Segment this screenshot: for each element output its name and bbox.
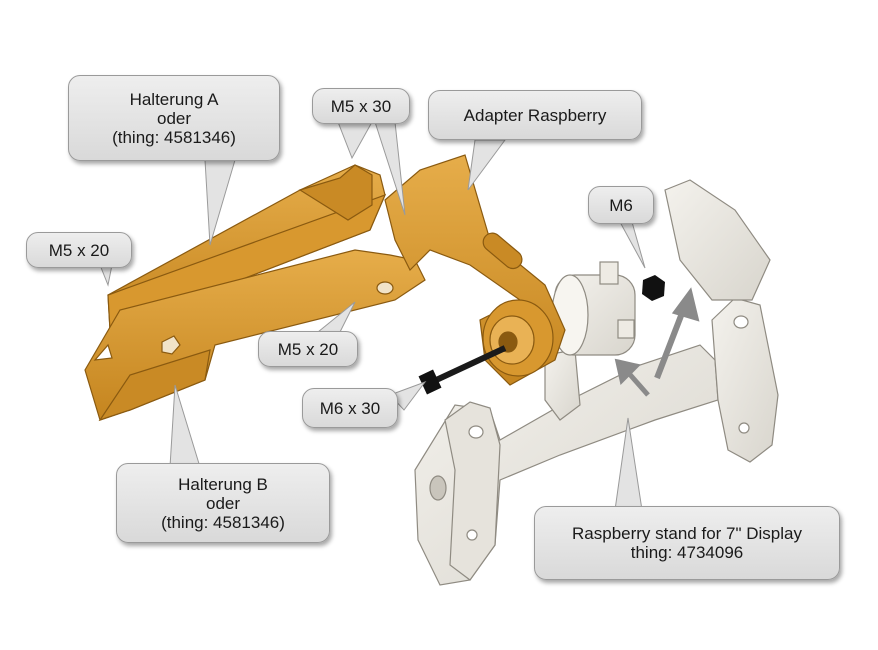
- raspberry-stand-part: [414, 179, 779, 586]
- label-halterung-a-line1: Halterung A: [129, 89, 219, 109]
- callout-m5x20-top: M5 x 20: [26, 232, 132, 268]
- assembly-arrows: [614, 287, 700, 397]
- adapter-raspberry-part: [384, 154, 566, 386]
- label-m5x30: M5 x 30: [330, 96, 392, 116]
- callout-pointers: [99, 121, 646, 511]
- label-m6: M6: [609, 195, 633, 215]
- halterung-b-part: [84, 249, 426, 422]
- label-adapter-raspberry: Adapter Raspberry: [463, 105, 607, 125]
- label-halterung-a-line2: oder: [156, 108, 192, 128]
- m6-nut: [642, 275, 665, 301]
- label-m5x20-top: M5 x 20: [48, 240, 110, 260]
- callout-m6x30: M6 x 30: [302, 388, 398, 428]
- callout-m5x20-bottom: M5 x 20: [258, 331, 358, 367]
- callout-adapter-raspberry: Adapter Raspberry: [428, 90, 642, 140]
- label-raspberry-stand-line1: Raspberry stand for 7" Display: [572, 524, 802, 543]
- label-halterung-b-line2: oder: [205, 493, 241, 513]
- label-halterung-a-line3: (thing: 4581346): [112, 127, 236, 147]
- callout-m6: M6: [588, 186, 654, 224]
- callout-m5x30: M5 x 30: [312, 88, 410, 124]
- label-raspberry-stand-line2: thing: 4734096: [630, 543, 744, 562]
- callout-raspberry-stand: Raspberry stand for 7" Display thing: 47…: [534, 506, 840, 580]
- label-m6x30: M6 x 30: [319, 398, 381, 418]
- m6-bolt: [418, 345, 507, 395]
- white-nut-part: [551, 261, 636, 356]
- callout-halterung-b: Halterung B oder (thing: 4581346): [116, 463, 330, 543]
- label-m5x20-bottom: M5 x 20: [277, 339, 339, 359]
- callout-halterung-a: Halterung A oder (thing: 4581346): [68, 75, 280, 161]
- label-halterung-b-line1: Halterung B: [178, 474, 268, 494]
- label-halterung-b-line3: (thing: 4581346): [161, 512, 285, 532]
